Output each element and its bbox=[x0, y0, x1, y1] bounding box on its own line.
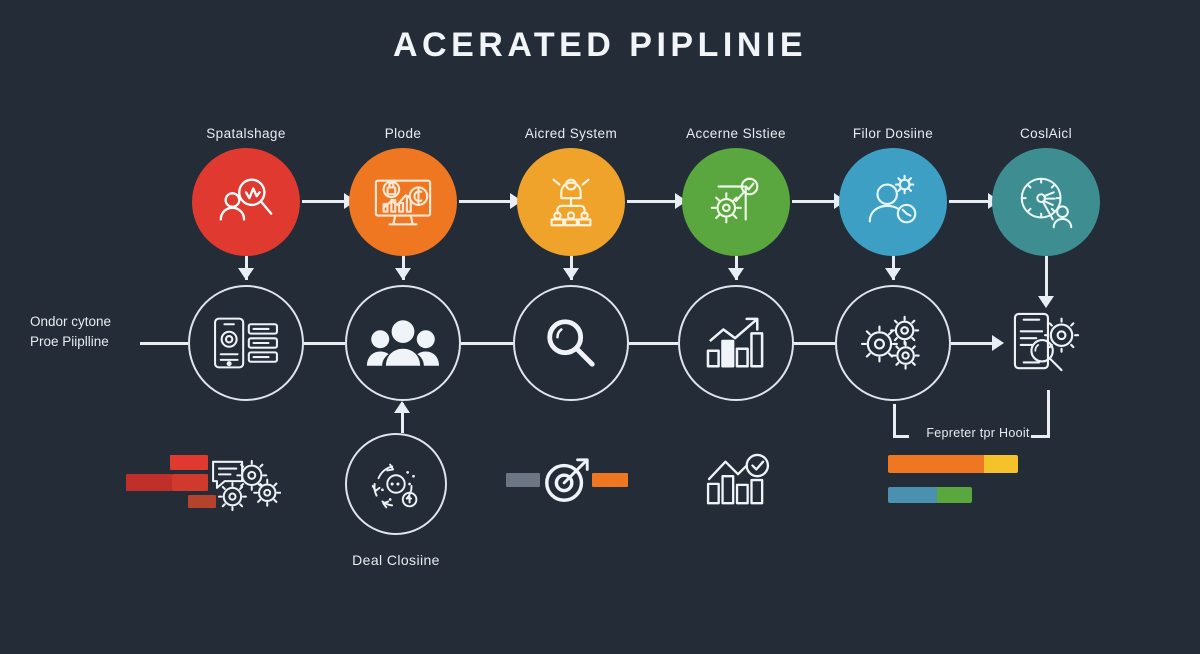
page-title: ACERATED PIPLINIE bbox=[392, 26, 807, 64]
drop-connector-6 bbox=[1045, 256, 1048, 302]
pipeline-node-growth-chart[interactable] bbox=[678, 285, 794, 401]
pipeline-node-mobile-search-gear[interactable] bbox=[1011, 310, 1081, 376]
footer-bar-red-2 bbox=[126, 474, 172, 491]
stage-connector-5 bbox=[949, 200, 990, 203]
stage-label-3: Accerne Slstiee bbox=[686, 126, 786, 141]
stage-circle-filor-dosiine[interactable] bbox=[839, 148, 947, 256]
pipeline-side-label-line2: Proe Piiplline bbox=[30, 334, 109, 349]
footer-bar-red-1 bbox=[170, 455, 208, 470]
mobile-search-gear-icon bbox=[1013, 312, 1080, 372]
stage-circle-aicred-system[interactable] bbox=[517, 148, 625, 256]
person-search-icon bbox=[219, 178, 273, 221]
stage-label-4: Filor Dosiine bbox=[852, 126, 934, 141]
pipeline-connector-3 bbox=[629, 342, 678, 345]
footer-bar-red-4 bbox=[188, 495, 216, 508]
cycle-process-icon bbox=[371, 463, 418, 509]
sub-stage-label: Deal Closiine bbox=[352, 552, 440, 568]
bracket-left-stem bbox=[893, 404, 896, 438]
pipeline-node-mobile-list[interactable] bbox=[188, 285, 304, 401]
progress-segment-primary-2 bbox=[984, 455, 1018, 473]
stage-connector-4 bbox=[792, 200, 836, 203]
chat-gears-icon bbox=[212, 459, 281, 512]
stage-label-5: CoslAicl bbox=[1020, 126, 1072, 141]
monitor-analytics-icon bbox=[374, 179, 432, 226]
stage-circle-accerne-slstiee[interactable] bbox=[682, 148, 790, 256]
stage-connector-2 bbox=[459, 200, 512, 203]
bracket-right-stem bbox=[1047, 390, 1050, 438]
speedometer-icon bbox=[1020, 177, 1073, 229]
footer-bar-orange bbox=[592, 473, 628, 487]
stage-label-0: Spatalshage bbox=[206, 126, 286, 141]
bracket-label: Fepreter tpr Hooit bbox=[926, 426, 1030, 440]
subflow-arrow bbox=[394, 401, 410, 413]
drop-arrow-3 bbox=[563, 268, 579, 280]
drop-arrow-6 bbox=[1038, 296, 1054, 308]
bracket-left-foot bbox=[893, 435, 909, 438]
stage-connector-1 bbox=[302, 200, 346, 203]
network-hierarchy-icon bbox=[550, 178, 592, 227]
footer-bar-red-3 bbox=[172, 474, 208, 491]
drop-arrow-2 bbox=[395, 268, 411, 280]
chart-check-icon bbox=[706, 453, 770, 505]
mobile-list-icon bbox=[214, 317, 278, 369]
stage-label-1: Plode bbox=[384, 126, 422, 141]
progress-segment-secondary-1 bbox=[888, 487, 937, 503]
growth-chart-icon bbox=[706, 317, 764, 368]
person-settings-icon bbox=[868, 174, 917, 224]
pipeline-connector-4 bbox=[794, 342, 835, 345]
pipeline-lead-line bbox=[140, 342, 188, 345]
drop-arrow-4 bbox=[728, 268, 744, 280]
progress-bar-primary bbox=[888, 455, 1018, 473]
footer-bar-gray bbox=[506, 473, 540, 487]
drop-arrow-1 bbox=[238, 268, 254, 280]
pipeline-node-people-group[interactable] bbox=[345, 285, 461, 401]
pipeline-arrow-final bbox=[992, 335, 1004, 351]
gears-icon bbox=[860, 315, 920, 370]
footer-target bbox=[541, 454, 593, 506]
bracket-right-foot bbox=[1031, 435, 1047, 438]
stage-circle-coslaicl[interactable] bbox=[992, 148, 1100, 256]
pipeline-node-magnifier[interactable] bbox=[513, 285, 629, 401]
stage-connector-3 bbox=[627, 200, 677, 203]
target-arrow-icon bbox=[545, 458, 589, 502]
stage-circle-plode[interactable] bbox=[349, 148, 457, 256]
drop-arrow-5 bbox=[885, 268, 901, 280]
pipeline-connector-2 bbox=[461, 342, 513, 345]
pipeline-connector-5 bbox=[951, 342, 994, 345]
pipeline-connector-1 bbox=[304, 342, 345, 345]
sub-stage-circle-deal-closiine[interactable] bbox=[345, 433, 447, 535]
footer-chat-gears bbox=[209, 456, 281, 514]
stage-circle-spatalshage[interactable] bbox=[192, 148, 300, 256]
people-group-icon bbox=[366, 320, 440, 366]
pipeline-side-label-line1: Ondor cytone bbox=[30, 314, 112, 329]
gear-check-icon bbox=[710, 177, 759, 224]
progress-bar-secondary bbox=[888, 487, 972, 503]
pipeline-side-label: Ondor cytone Proe Piiplline bbox=[30, 312, 111, 352]
pipeline-node-gears[interactable] bbox=[835, 285, 951, 401]
progress-segment-secondary-2 bbox=[936, 487, 972, 503]
stage-label-2: Aicred System bbox=[524, 126, 618, 141]
magnifier-icon bbox=[547, 319, 595, 367]
subflow-connector bbox=[401, 403, 404, 433]
progress-segment-primary-1 bbox=[888, 455, 985, 473]
footer-chart-check bbox=[704, 453, 772, 509]
